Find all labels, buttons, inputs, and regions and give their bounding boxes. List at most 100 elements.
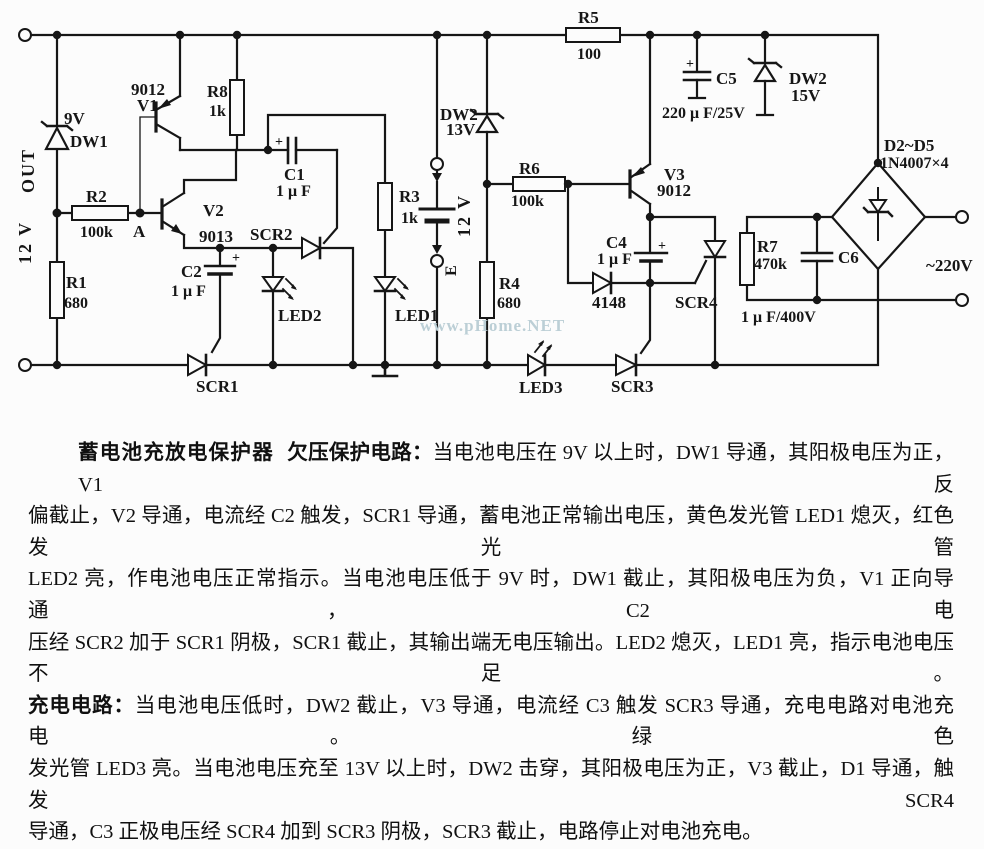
transistor-v2	[160, 191, 186, 237]
description-text: 蓄电池充放电保护器欠压保护电路：当电池电压在 9V 以上时，DW1 导通，其阳极…	[0, 420, 984, 849]
label-scr2: SCR2	[250, 225, 293, 244]
label-d2d5: D2~D5	[884, 136, 934, 155]
capacitor-c6	[800, 251, 834, 263]
section-head-charging: 充电电路：	[28, 694, 135, 717]
label-r7: R7	[757, 237, 778, 256]
label-node-a: A	[133, 222, 146, 241]
label-c1-plus: +	[275, 135, 283, 150]
label-r3-val: 1k	[401, 210, 418, 227]
thyristor-scr1	[187, 353, 209, 377]
label-r4-val: 680	[497, 295, 521, 312]
label-v2-type: 9013	[199, 227, 233, 246]
label-c4-val: 1 μ F	[597, 251, 632, 268]
thyristor-scr4	[703, 240, 727, 259]
description-line-4: 压经 SCR2 加于 SCR1 阴极，SCR1 截止，其输出端无电压输出。LED…	[28, 631, 954, 686]
zener-dw1	[40, 120, 74, 151]
transistor-v1	[154, 94, 182, 140]
battery-12v	[418, 157, 456, 268]
label-scr1: SCR1	[196, 377, 239, 396]
label-r8-val: 1k	[209, 103, 226, 120]
label-out: OUT	[18, 148, 38, 193]
label-batt-e: E	[443, 265, 460, 276]
label-scr4: SCR4	[675, 293, 718, 312]
label-dw2b-v: 15V	[791, 86, 821, 105]
capacitor-c1	[286, 136, 298, 165]
label-dw1: DW1	[70, 132, 108, 151]
label-d2d5-type: 1N4007×4	[880, 155, 949, 172]
label-r5: R5	[578, 8, 599, 27]
resistor-r5	[565, 27, 621, 43]
ac-terminals	[955, 210, 969, 307]
description-line-3: LED2 亮，作电池电压正常指示。当电池电压低于 9V 时，DW1 截止，其阳极…	[28, 568, 954, 622]
watermark: www.pHome.NET	[420, 316, 565, 335]
label-r7-val: 470k	[754, 256, 787, 273]
thyristor-scr2	[301, 236, 323, 260]
zener-dw2-15v	[747, 57, 783, 83]
label-r3: R3	[399, 187, 420, 206]
label-r2-val: 100k	[80, 224, 113, 241]
diode-4148	[592, 271, 614, 295]
output-terminals	[18, 28, 32, 372]
label-dw2a: DW2	[440, 105, 478, 124]
description-title: 蓄电池充放电保护器	[78, 442, 274, 464]
label-4148: 4148	[592, 293, 626, 312]
label-c1-val: 1 μ F	[276, 183, 311, 200]
label-c4-plus: +	[658, 239, 666, 254]
label-r6-val: 100k	[511, 193, 544, 210]
label-dw2b: DW2	[789, 69, 827, 88]
label-c1: C1	[284, 165, 305, 184]
label-r1: R1	[66, 273, 87, 292]
label-r5-val: 100	[577, 46, 601, 63]
capacitor-c4	[633, 251, 669, 263]
capacitor-c2	[203, 264, 237, 276]
led2	[261, 276, 297, 300]
label-r4: R4	[499, 274, 520, 293]
label-c2-val: 1 μ F	[171, 283, 206, 300]
label-c2-plus: +	[232, 251, 240, 266]
label-v1-type: 9012	[131, 80, 165, 99]
label-batt: 12 V	[454, 194, 474, 237]
label-c6-val: 1 μ F/400V	[741, 309, 816, 326]
label-c5: C5	[716, 69, 737, 88]
label-12v-rail: 12 V	[15, 221, 35, 264]
label-v1: V1	[137, 96, 158, 115]
capacitor-c5	[682, 70, 712, 82]
label-v3-type: 9012	[657, 181, 691, 200]
bridge-rectifier-d2-d5	[830, 161, 927, 271]
label-c5-val: 220 μ F/25V	[662, 105, 745, 122]
resistor-r7	[739, 232, 755, 286]
description-line-6: 发光管 LED3 亮。当电池电压充至 13V 以上时，DW2 击穿，其阳极电压为…	[28, 757, 954, 812]
label-v3: V3	[664, 165, 685, 184]
description-line-2: 偏截止，V2 导通，电流经 C2 触发，SCR1 导通，蓄电池正常输出电压，黄色…	[28, 505, 954, 559]
led3	[527, 340, 553, 377]
label-v2: V2	[203, 201, 224, 220]
circuit-svg: OUT 12 V 9V DW1 R1 680 R2 100k A 9012 V1…	[15, 8, 973, 397]
label-c5-plus: +	[686, 57, 694, 72]
label-dw1-v: 9V	[64, 109, 86, 128]
zener-dw2-13v	[469, 108, 505, 134]
transistor-v3	[628, 162, 652, 206]
junction-dots	[52, 30, 883, 370]
label-r6: R6	[519, 159, 540, 178]
label-scr3: SCR3	[611, 377, 654, 396]
led1	[373, 276, 409, 300]
description-line-5: 充电电路：当电池电压低时，DW2 截止，V3 导通，电流经 C3 触发 SCR3…	[28, 694, 954, 749]
label-c2: C2	[181, 262, 202, 281]
label-r2: R2	[86, 187, 107, 206]
description-line-1: 蓄电池充放电保护器欠压保护电路：当电池电压在 9V 以上时，DW1 导通，其阳极…	[78, 442, 955, 496]
label-led1: LED1	[395, 306, 438, 325]
label-c6: C6	[838, 248, 859, 267]
labels: OUT 12 V 9V DW1 R1 680 R2 100k A 9012 V1…	[15, 8, 973, 397]
label-ac: ~220V	[926, 256, 973, 275]
resistor-r2	[71, 205, 129, 221]
label-r8: R8	[207, 82, 228, 101]
resistor-r6	[512, 176, 566, 192]
label-led2: LED2	[278, 306, 321, 325]
resistor-r8	[229, 79, 245, 136]
thyristor-scr3	[615, 353, 639, 377]
resistor-r1	[49, 261, 65, 319]
circuit-diagram: OUT 12 V 9V DW1 R1 680 R2 100k A 9012 V1…	[0, 0, 984, 420]
label-r1-val: 680	[64, 295, 88, 312]
resistor-r4	[479, 261, 495, 319]
